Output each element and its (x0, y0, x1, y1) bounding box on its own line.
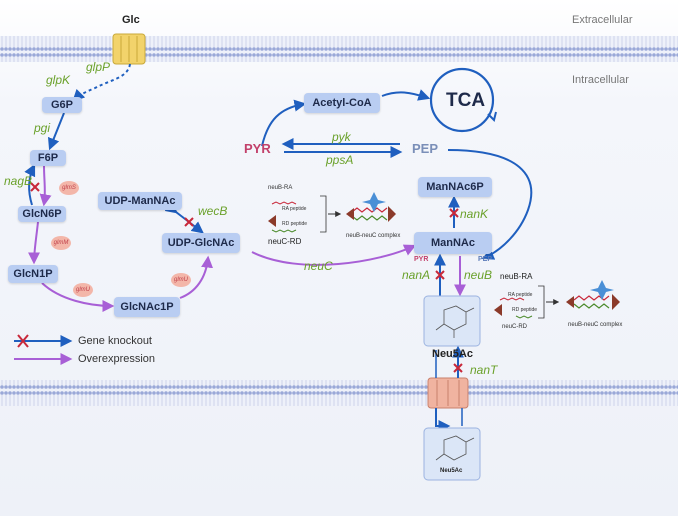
acetyl-coa-node: Acetyl-CoA (304, 93, 380, 113)
arrow-export (435, 408, 451, 432)
knockout-mark (30, 182, 40, 192)
arrow-glc-g6p (72, 63, 131, 102)
gene-nagB: nagB (4, 174, 33, 188)
udp-mannac-node: UDP-ManNAc (98, 192, 182, 210)
pep-small-label: PEP (478, 256, 493, 263)
gene-neuB: neuB (464, 268, 493, 282)
enzyme-glmU-2: glmU (171, 273, 191, 287)
extracellular-label: Extracellular (572, 14, 633, 26)
complex-neub-neuc-2: neuB-neuC complex (568, 322, 623, 328)
complex-neuc-rd: neuC-RD (268, 237, 302, 246)
gene-pyk: pyk (332, 130, 351, 144)
complex-neub-neuc: neuB-neuC complex (346, 233, 401, 239)
gene-nanT: nanT (470, 363, 498, 377)
knockout-mark (449, 208, 459, 218)
complex-diagram-left (268, 192, 396, 233)
legend-knockout-label: Gene knockout (78, 335, 152, 347)
complex-ra-peptide-2: RA peptide (508, 292, 533, 298)
neu5ac-out-molecule-icon (435, 435, 475, 461)
knockout-mark (453, 363, 463, 373)
complex-neub-ra-2: neuB-RA (500, 272, 533, 281)
pyr-label: PYR (244, 141, 271, 156)
arrow-glcn6p-glcn1p (28, 221, 41, 265)
complex-ra-peptide: RA peptide (282, 206, 307, 212)
gene-pgi: pgi (34, 121, 51, 135)
neu5ac-molecule-icon (435, 305, 475, 338)
glcnac1p-node: GlcNAc1P (114, 297, 180, 317)
gene-nanK: nanK (460, 207, 489, 221)
gene-nanA: nanA (402, 268, 431, 282)
pyr-small-label: PYR (414, 256, 429, 263)
legend-knockout-line (14, 334, 73, 348)
glc-label: Glc (122, 14, 140, 26)
neu5ac-out-label: Neu5Ac (440, 468, 463, 474)
gene-glpP: glpP (86, 60, 111, 74)
complex-rd-peptide-2: RD peptide (512, 307, 538, 313)
legend-overexpression-label: Overexpression (78, 353, 156, 365)
arrow-acetylcoa-tca (381, 89, 431, 101)
arrow-g6p-f6p (47, 112, 65, 151)
gene-ppsA: ppsA (326, 153, 354, 167)
knockout-mark (435, 270, 445, 280)
gene-neuC: neuC (304, 259, 333, 273)
tca-label: TCA (446, 90, 486, 111)
neu5ac-box (423, 295, 481, 347)
arrow-f6p-glcn6p (39, 165, 52, 207)
arrow-neuc (251, 244, 417, 266)
f6p-node: F6P (30, 150, 66, 166)
mannac-node: ManNAc (414, 232, 492, 254)
pep-label: PEP (412, 141, 439, 156)
nant-transporter (427, 377, 469, 409)
glc-transporter (112, 33, 146, 65)
arrow-pep-mannac (447, 149, 533, 260)
complex-neuc-rd-2: neuC-RD (502, 324, 528, 330)
arrow-glcnac1p-udpglcnac (179, 255, 214, 299)
arrow-nagb (24, 163, 36, 206)
complex-diagram-right (494, 280, 620, 319)
enzyme-glmS: glmS (59, 181, 79, 195)
knockout-mark (184, 217, 194, 227)
arrow-pyr-acetylcoa (261, 99, 307, 147)
enzyme-glmM: glmM (51, 236, 71, 250)
arrow-glcn1p-glcnac1p (41, 282, 115, 312)
udp-glcnac-node: UDP-GlcNAc (162, 233, 240, 253)
neu5ac-out-box (423, 427, 481, 481)
intracellular-label: Intracellular (572, 74, 629, 86)
glcn6p-node: GlcN6P (18, 206, 66, 222)
top-membrane (0, 36, 678, 62)
glcn1p-node: GlcN1P (8, 265, 58, 283)
tca-cycle (429, 67, 495, 133)
bottom-membrane (0, 380, 678, 406)
mannac6p-node: ManNAc6P (418, 177, 492, 197)
gene-wecB: wecB (198, 204, 228, 218)
gene-glpK: glpK (46, 73, 71, 87)
enzyme-glmU: glmU (73, 283, 93, 297)
neu5ac-label: Neu5Ac (432, 348, 473, 360)
complex-rd-peptide: RD peptide (282, 221, 308, 227)
complex-neub-ra: neuB-RA (268, 185, 293, 191)
g6p-node: G6P (42, 97, 82, 113)
